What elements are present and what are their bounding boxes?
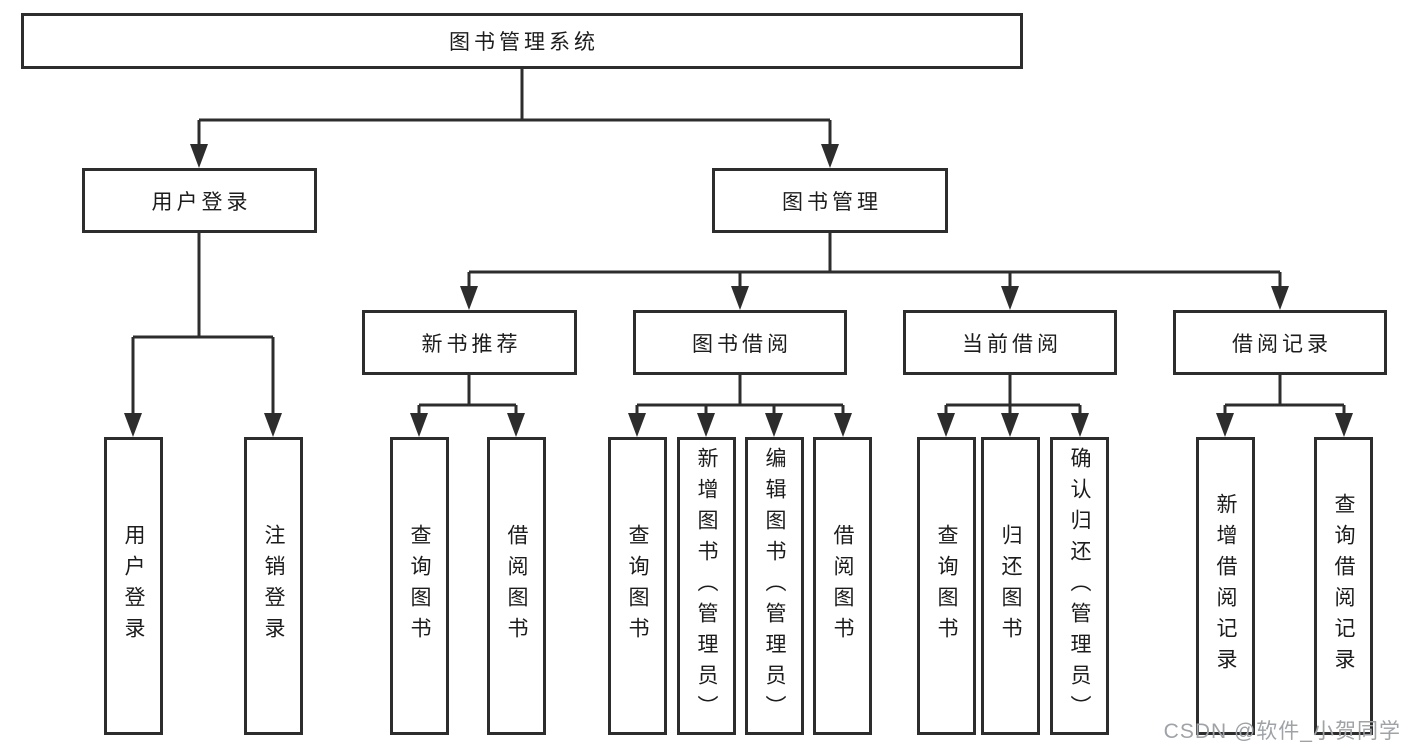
leaf-query-book-current: 查询图书: [917, 437, 976, 735]
leaf-confirm-return-admin: 确认归还（管理员）: [1050, 437, 1109, 735]
leaf-borrow-book-recommend: 借阅图书: [487, 437, 546, 735]
leaf-add-book-admin: 新增图书（管理员）: [677, 437, 736, 735]
leaf-borrow-book: 借阅图书: [813, 437, 872, 735]
leaf-edit-book-admin: 编辑图书（管理员）: [745, 437, 804, 735]
node-current-borrow: 当前借阅: [903, 310, 1117, 375]
node-book-management: 图书管理: [712, 168, 948, 233]
node-user-login: 用户登录: [82, 168, 317, 233]
leaf-query-book-borrow: 查询图书: [608, 437, 667, 735]
leaf-user-login: 用户登录: [104, 437, 163, 735]
node-book-borrow: 图书借阅: [633, 310, 847, 375]
leaf-return-book: 归还图书: [981, 437, 1040, 735]
leaf-query-borrow-record: 查询借阅记录: [1314, 437, 1373, 735]
node-new-book-recommend: 新书推荐: [362, 310, 577, 375]
leaf-query-book-recommend: 查询图书: [390, 437, 449, 735]
leaf-add-borrow-record: 新增借阅记录: [1196, 437, 1255, 735]
node-root-system: 图书管理系统: [21, 13, 1023, 69]
leaf-logout: 注销登录: [244, 437, 303, 735]
csdn-watermark: CSDN @软件_小贺同学: [1163, 720, 1401, 743]
node-borrow-records: 借阅记录: [1173, 310, 1387, 375]
